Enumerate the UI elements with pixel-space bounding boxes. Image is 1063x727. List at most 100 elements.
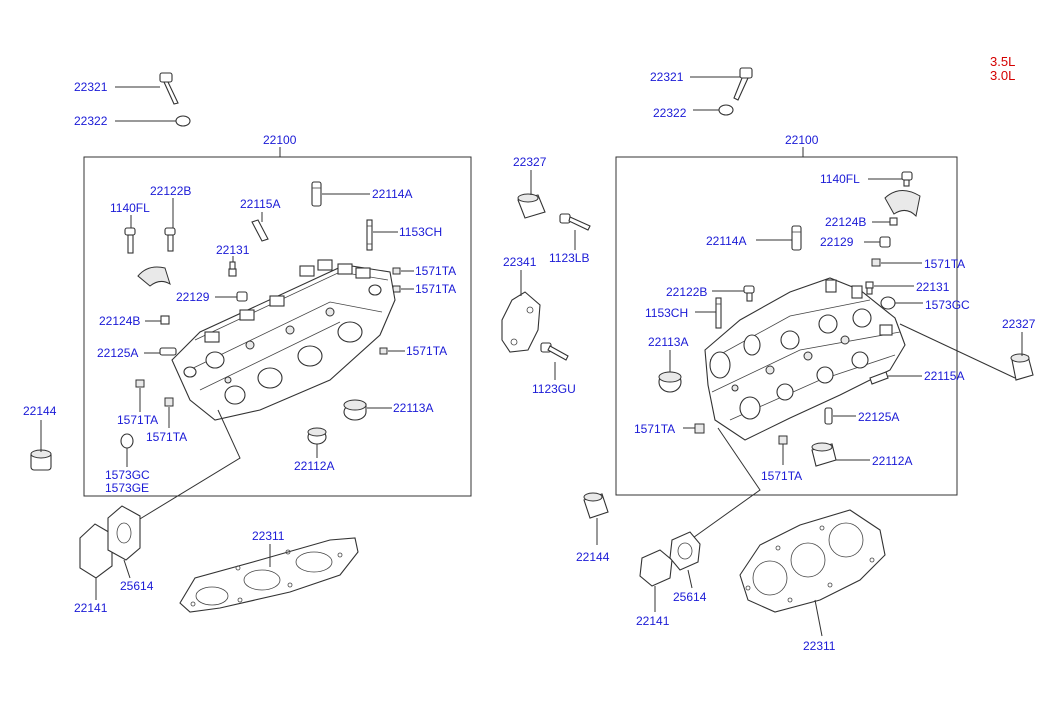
label-1140fl-left: 1140FL (110, 201, 150, 215)
label-25614-right: 25614 (673, 590, 707, 604)
label-22311-right: 22311 (803, 639, 836, 653)
label-22112a-right: 22112A (872, 454, 912, 468)
part-22341-bracket (501, 291, 541, 353)
part-1571ta-plug-left-b (392, 285, 401, 293)
label-22114a-left: 22114A (372, 187, 412, 201)
label-1123gu-center: 1123GU (532, 382, 576, 396)
part-22124b-right (889, 217, 898, 226)
engine-label-3-5l: 3.5L (990, 54, 1015, 69)
part-1571ta-plug-left-d (135, 379, 145, 388)
label-1571ta-left-d: 1571TA (117, 413, 158, 427)
part-22131-plug-left (228, 261, 237, 277)
label-1571ta-right-c: 1571TA (761, 469, 802, 483)
part-bearing-cap-left (137, 266, 171, 287)
label-22122b-right: 22122B (666, 285, 707, 299)
part-22129-seal-right (879, 236, 891, 248)
label-22322-right: 22322 (653, 106, 687, 120)
label-22321-left: 22321 (74, 80, 108, 94)
label-22131-left: 22131 (216, 243, 250, 257)
label-1573gc-left: 1573GC (105, 468, 150, 482)
left-head-assembly-box (83, 156, 472, 497)
part-22113a-seal-right (658, 371, 682, 393)
label-25614-left: 25614 (120, 579, 154, 593)
part-22114a-dowel-left (311, 181, 322, 207)
part-22114a-dowel-right (791, 225, 802, 251)
label-1153ch-left: 1153CH (399, 225, 442, 239)
part-1573gc-seal-right (880, 296, 896, 310)
label-22131-right: 22131 (916, 280, 950, 294)
right-head-assembly-box (615, 156, 958, 496)
cylinder-head-right (704, 277, 906, 441)
label-1140fl-right: 1140FL (820, 172, 860, 186)
part-22113a-seal-left (343, 399, 367, 421)
part-1571ta-plug-left-c (379, 347, 388, 355)
part-bearing-cap-right (884, 190, 921, 218)
part-22144-seal-right (583, 492, 609, 519)
part-1140fl-bolt-left (124, 227, 136, 254)
label-22311-left: 22311 (252, 529, 285, 543)
label-1571ta-right-b: 1571TA (634, 422, 675, 436)
label-22141-left: 22141 (74, 601, 108, 615)
label-1571ta-left-c: 1571TA (406, 344, 447, 358)
part-22327-seal-right (1010, 353, 1034, 381)
part-22112a-seal-right (811, 442, 837, 467)
label-22100-left: 22100 (263, 133, 297, 147)
part-1571ta-plug-right-a (871, 258, 881, 267)
label-22327-right: 22327 (1002, 317, 1036, 331)
label-1573ge-left: 1573GE (105, 481, 149, 495)
part-22125a-left (159, 347, 177, 356)
label-22125a-left: 22125A (97, 346, 138, 360)
label-22115a-right: 22115A (924, 369, 964, 383)
label-1571ta-left-a: 1571TA (415, 264, 456, 278)
part-22131-plug-right (865, 281, 874, 295)
part-22115a-pin-left (251, 219, 269, 242)
part-1153ch-stud-right (715, 297, 722, 329)
part-22321-bolt-left (159, 72, 179, 105)
label-1153ch-right: 1153CH (645, 306, 688, 320)
part-22322-washer-right (718, 104, 734, 116)
part-22112a-seal-left (307, 427, 327, 445)
label-22114a-right: 22114A (706, 234, 746, 248)
label-1571ta-left-e: 1571TA (146, 430, 187, 444)
label-1573gc-right: 1573GC (925, 298, 970, 312)
part-1571ta-plug-right-c (778, 435, 788, 445)
label-22144-right: 22144 (576, 550, 610, 564)
part-22327-seal-center (517, 193, 546, 219)
part-1123gu-bolt-center (540, 342, 569, 361)
label-22124b-left: 22124B (99, 314, 140, 328)
part-22144-seal-left (30, 449, 52, 471)
engine-label-3-0l: 3.0L (990, 68, 1015, 83)
label-1123lb-center: 1123LB (549, 251, 589, 265)
part-22311-head-gasket-left (179, 537, 359, 613)
part-25614-gasket-right (669, 531, 701, 571)
part-1571ta-plug-right-b (694, 423, 705, 434)
part-22141-cover-right (639, 549, 673, 587)
part-22129-seal-left (236, 291, 248, 302)
part-22321-bolt-right (733, 67, 753, 101)
part-1573gc-seal-left (120, 433, 134, 449)
part-1571ta-plug-left-e (164, 397, 174, 407)
part-22311-head-gasket-right (739, 509, 886, 613)
label-22115a-left: 22115A (240, 197, 280, 211)
label-22100-right: 22100 (785, 133, 819, 147)
label-22112a-left: 22112A (294, 459, 334, 473)
part-22124b-left (160, 315, 170, 325)
label-22125a-right: 22125A (858, 410, 899, 424)
part-22115a-pin-right (869, 371, 889, 385)
part-22122b-bolt-left (164, 227, 176, 252)
label-22122b-left: 22122B (150, 184, 191, 198)
part-22125a-right (824, 407, 833, 425)
part-22141-cover-left (79, 523, 113, 579)
part-1123lb-bolt-center (559, 213, 591, 231)
cylinder-head-left (171, 259, 396, 421)
label-1571ta-left-b: 1571TA (415, 282, 456, 296)
part-1153ch-stud-left (366, 219, 373, 251)
part-1140fl-bolt-right (901, 171, 913, 187)
part-25614-gasket-left (107, 505, 141, 561)
label-22321-right: 22321 (650, 70, 684, 84)
label-1571ta-right-a: 1571TA (924, 257, 965, 271)
label-22113a-right: 22113A (648, 335, 688, 349)
part-1571ta-plug-left-a (392, 267, 401, 275)
label-22129-right: 22129 (820, 235, 854, 249)
